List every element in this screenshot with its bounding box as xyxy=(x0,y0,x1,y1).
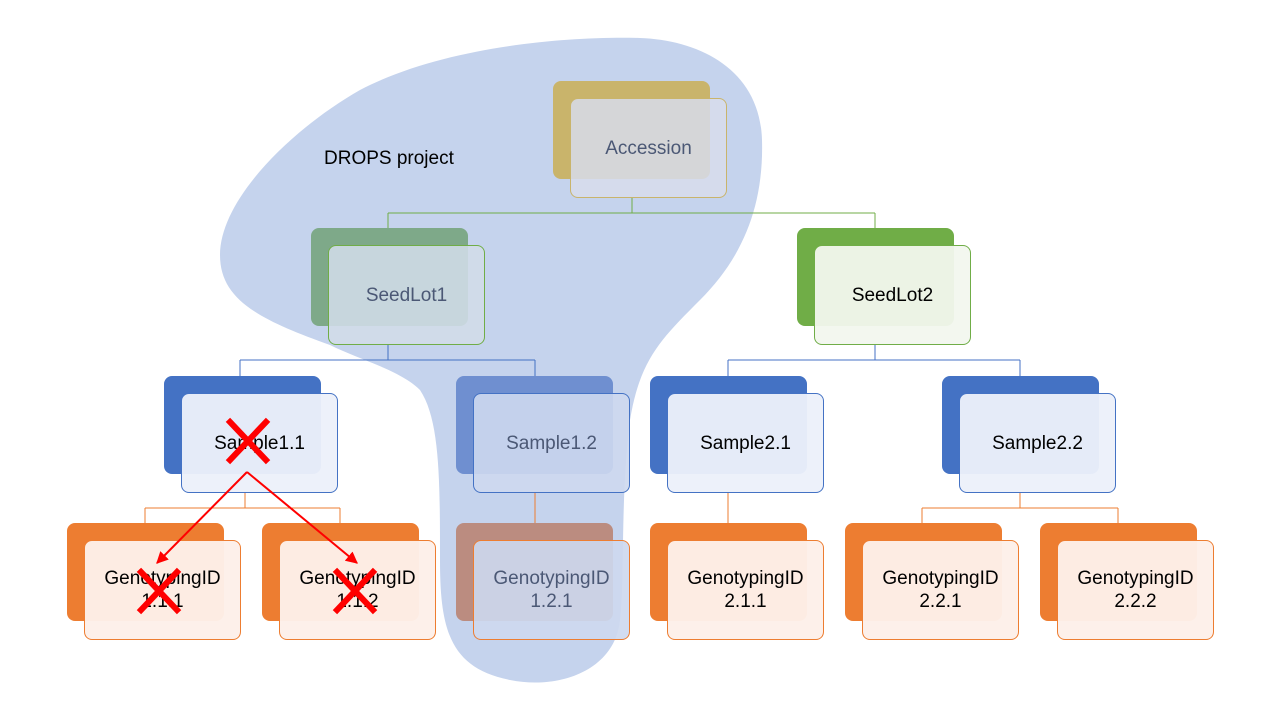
arrow-to-geno112 xyxy=(246,471,358,564)
node-card: Accession xyxy=(570,98,727,198)
node-label: SeedLot2 xyxy=(851,284,934,306)
node-card: Sample2.2 xyxy=(959,393,1116,493)
node-card: SeedLot1 xyxy=(328,245,485,345)
node-label-line1: GenotypingID xyxy=(882,568,999,589)
node-label-line2: 2.1.1 xyxy=(724,591,767,612)
node-label-line1: GenotypingID xyxy=(493,568,610,589)
node-card: GenotypingID 1.2.1 xyxy=(473,540,630,640)
node-label-line1: GenotypingID xyxy=(1077,568,1194,589)
node-label: Accession xyxy=(605,137,692,159)
node-card: GenotypingID 2.2.1 xyxy=(862,540,1019,640)
cross-icon xyxy=(225,417,271,465)
node-card: Sample2.1 xyxy=(667,393,824,493)
cross-icon xyxy=(136,567,182,615)
arrow-to-geno111 xyxy=(156,471,248,564)
node-label-line1: GenotypingID xyxy=(687,568,804,589)
node-label-line2: 1.2.1 xyxy=(530,591,573,612)
node-card: Sample1.1 xyxy=(181,393,338,493)
cross-icon xyxy=(332,567,378,615)
node-card: Sample1.2 xyxy=(473,393,630,493)
node-label-line1: GenotypingID xyxy=(299,568,416,589)
node-label: Sample2.2 xyxy=(992,432,1083,454)
node-card: GenotypingID 2.2.2 xyxy=(1057,540,1214,640)
node-label-line1: GenotypingID xyxy=(104,568,221,589)
node-label: Sample1.2 xyxy=(506,432,597,454)
node-label-line2: 2.2.1 xyxy=(919,591,962,612)
node-label: Sample1.1 xyxy=(214,432,305,454)
node-card: SeedLot2 xyxy=(814,245,971,345)
project-label: DROPS project xyxy=(324,148,454,169)
node-label: Sample2.1 xyxy=(700,432,791,454)
node-label-line2: 2.2.2 xyxy=(1114,591,1157,612)
node-card: GenotypingID 2.1.1 xyxy=(667,540,824,640)
node-label: SeedLot1 xyxy=(365,284,448,306)
